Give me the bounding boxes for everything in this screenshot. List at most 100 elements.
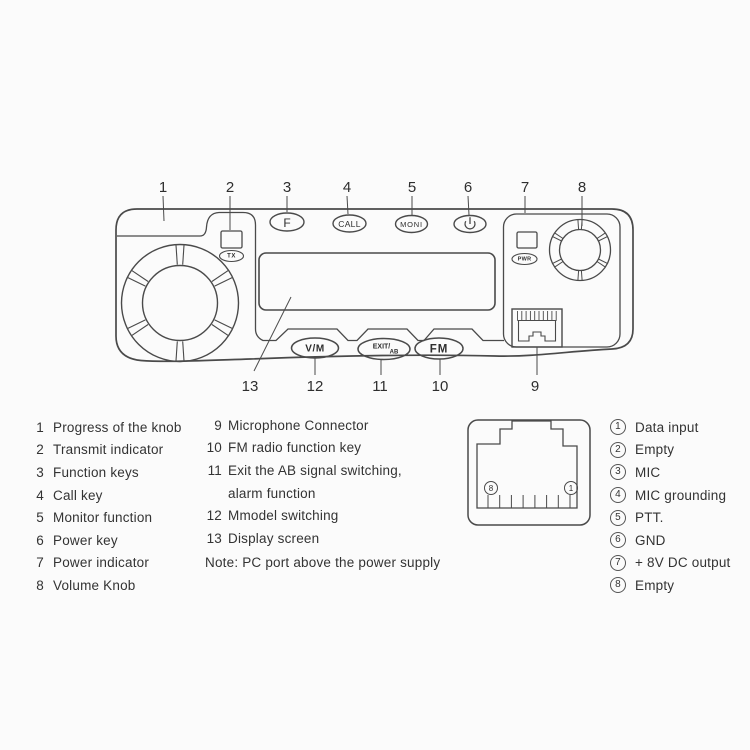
legend-item: 7 Power indicator xyxy=(30,552,182,575)
pin-8-marker: 8 xyxy=(484,481,498,495)
pin-text: MIC grounding xyxy=(635,487,727,503)
svg-text:8: 8 xyxy=(489,484,494,493)
legend-item-continuation: alarm function xyxy=(195,482,440,505)
callout-10: 10 xyxy=(432,378,449,395)
power-icon xyxy=(464,217,476,230)
pin-legend-item: 4 MIC grounding xyxy=(610,484,730,507)
circled-num: 3 xyxy=(610,464,626,481)
legend-item: 5 Monitor function xyxy=(30,506,182,529)
pin-legend-item: 5 PTT. xyxy=(610,506,730,529)
svg-text:FM: FM xyxy=(430,343,449,355)
callout-12: 12 xyxy=(307,378,324,395)
svg-text:F: F xyxy=(283,216,290,230)
legend-item: 4 Call key xyxy=(30,484,182,507)
svg-text:V/M: V/M xyxy=(305,343,325,354)
pin-text: Empty xyxy=(635,577,675,593)
pin-text: MIC xyxy=(635,464,661,480)
legend-num: 10 xyxy=(206,440,222,456)
legend-item: 11 Exit the AB signal switching, xyxy=(195,459,440,482)
callout-3: 3 xyxy=(283,179,291,196)
moni-button: MONI xyxy=(394,214,429,234)
pin-legend-item: 8 Empty xyxy=(610,574,730,597)
callout-5: 5 xyxy=(408,179,416,196)
circled-num: 1 xyxy=(610,419,626,436)
pin-text: PTT. xyxy=(635,510,664,526)
mic-connector-pins xyxy=(517,311,557,321)
callout-9: 9 xyxy=(531,378,539,395)
legend-text: Volume Knob xyxy=(53,577,136,593)
pinout-pins xyxy=(487,495,571,508)
legend-num: 12 xyxy=(206,508,222,524)
volume-knob-grip-lines xyxy=(552,219,608,281)
volume-knob xyxy=(548,218,612,282)
svg-text:EXIT/: EXIT/ xyxy=(373,344,391,351)
circled-num: 4 xyxy=(610,487,626,504)
f-button: F xyxy=(269,212,305,232)
callout-6: 6 xyxy=(464,179,472,196)
mic-connector-pinout-diagram: 8 1 xyxy=(467,419,591,526)
callout-numbers-top: 1 2 3 4 5 6 7 8 xyxy=(159,179,586,196)
callout-13: 13 xyxy=(242,378,259,395)
callout-11: 11 xyxy=(372,378,388,395)
circled-num: 5 xyxy=(610,509,626,526)
legend-text: Mmodel switching xyxy=(228,508,339,524)
note: Note: PC port above the power supply xyxy=(195,552,440,575)
pin-text: + 8V DC output xyxy=(635,555,731,571)
pin-legend-item: 3 MIC xyxy=(610,461,730,484)
legend-item: 8 Volume Knob xyxy=(30,574,182,597)
legend-num: 4 xyxy=(36,487,44,503)
legend-text: Call key xyxy=(53,487,103,503)
circled-num: 8 xyxy=(610,577,626,594)
tx-label: TX xyxy=(227,254,236,260)
legend-item: 6 Power key xyxy=(30,529,182,552)
legend-num: 7 xyxy=(36,555,44,571)
pin-text: Empty xyxy=(635,442,675,458)
display-screen xyxy=(258,252,496,311)
legend-text: Function keys xyxy=(53,464,139,480)
legend-text: Display screen xyxy=(228,530,320,546)
legend-num: 8 xyxy=(36,577,44,593)
main-knob xyxy=(120,243,240,363)
svg-text:MONI: MONI xyxy=(400,220,423,229)
legend-item: 12 Mmodel switching xyxy=(195,504,440,527)
legend-text: Power key xyxy=(53,532,118,548)
pin-text: Data input xyxy=(635,419,699,435)
legend-item: 1 Progress of the knob xyxy=(30,416,182,439)
svg-text:AB: AB xyxy=(390,350,399,356)
legend-num: 1 xyxy=(36,419,44,435)
legend-text: Exit the AB signal switching, xyxy=(228,462,402,478)
pwr-indicator: PWR xyxy=(511,231,538,266)
pin-legend-item: 7 + 8V DC output xyxy=(610,552,730,575)
faceplate-line xyxy=(117,211,504,342)
legend-text: Monitor function xyxy=(53,510,153,526)
tx-indicator: TX xyxy=(218,230,245,263)
pin-legend-item: 1 Data input xyxy=(610,416,730,439)
vm-button: V/M xyxy=(290,337,340,359)
callout-2: 2 xyxy=(226,179,234,196)
legend-num: 6 xyxy=(36,532,44,548)
circled-num: 7 xyxy=(610,554,626,571)
legend-num: 11 xyxy=(207,462,222,478)
legend-num: 5 xyxy=(36,510,44,526)
callout-1: 1 xyxy=(159,179,167,196)
callout-7: 7 xyxy=(521,179,529,196)
legend-text: Progress of the knob xyxy=(53,419,182,435)
legend-num: 2 xyxy=(36,442,44,458)
panel-outline xyxy=(115,208,634,363)
legend-text: Power indicator xyxy=(53,555,150,571)
pin-1-marker: 1 xyxy=(564,481,578,495)
legend-num: 3 xyxy=(36,464,44,480)
radio-front-panel-diagram: TX PWR F CALL MONI xyxy=(115,179,634,395)
jack-opening xyxy=(476,420,578,509)
mic-connector xyxy=(511,308,563,348)
callout-4: 4 xyxy=(343,179,351,196)
pwr-label: PWR xyxy=(518,257,532,263)
